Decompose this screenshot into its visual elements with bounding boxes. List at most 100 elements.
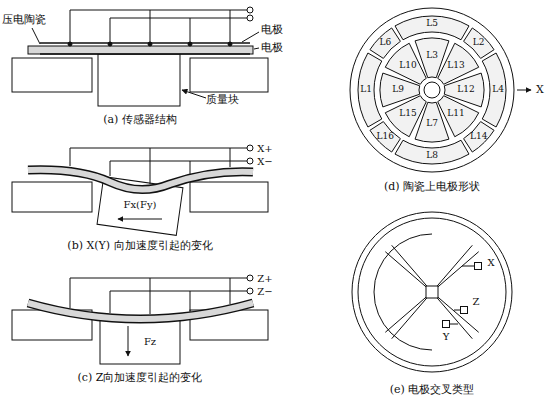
cross-trace [385,245,478,338]
structure-a [148,42,152,46]
leader-line [32,28,40,44]
figure-caption: (c) Z向加速度引起的变化 [78,372,203,384]
pad-trace [450,266,475,324]
bus-wire [70,278,247,291]
electrode-wire [70,148,230,184]
electrode-number: L9 [392,85,404,95]
force-label: Fz [144,336,156,347]
support-left [12,182,92,212]
trace [374,292,432,350]
electrode-number: L11 [447,109,464,119]
signal-name: X− [257,156,273,167]
ring-electrode [358,218,506,366]
electrode-layer [40,43,250,54]
ceramic-plate-outline [28,170,253,190]
figure-caption: (a) 传感器结构 [103,114,177,126]
electrode-number: L5 [426,19,438,29]
force-arrow [118,219,162,220]
signal-name: Z+ [257,273,272,284]
electrode-number: L10 [399,61,416,71]
figure-caption: (d) 陶瓷上电极形状 [384,181,480,193]
part-name: 质量块 [206,94,239,106]
electrode-number: L1 [360,85,372,95]
leader-arrow [182,90,206,98]
signal-name: Z− [257,286,272,297]
electrode-disc [350,8,531,172]
structure-a [68,42,232,46]
ceramic-disc [350,8,514,172]
electrode-number: L16 [377,132,394,142]
force-arrow [128,326,129,356]
pad [461,307,468,314]
bus-wire [70,148,247,161]
structure-a [188,42,192,46]
structure-a [68,42,72,46]
cross-trace [385,245,478,338]
center-electrode [424,82,440,98]
pad-label: Z [473,296,480,307]
terminal [247,288,253,294]
electrode-wire [70,10,230,44]
electrode-segment [385,43,426,84]
terminal [247,158,253,164]
figure-caption: (b) X(Y) 向加速度引起的变化 [67,240,212,252]
part-name: 压电陶瓷 [2,14,46,26]
sensor-illustration [12,7,531,372]
electrode-number: L2 [473,38,485,48]
structure-a [12,7,268,106]
axis-label: X [536,84,544,96]
electrode-number: L3 [426,51,438,61]
pad [443,321,450,328]
terminal [247,7,253,13]
part-name: 电极 [261,42,283,54]
electrode-pattern [358,16,506,164]
support-right [190,182,268,212]
electrode-number: L12 [457,85,474,95]
electrode-segment [395,16,469,40]
structure-b [12,145,268,235]
terminal [247,145,253,151]
leader-line [242,32,259,42]
signal-name: X+ [257,143,273,154]
structure-a [228,42,232,46]
pad-label: Y [443,331,450,342]
electrode-segment [395,140,469,164]
electrode-number: L7 [426,119,438,129]
structure-a [108,42,112,46]
electrode-wire [70,278,230,314]
axis-arrow [517,90,531,91]
support-right [190,58,268,92]
ceramic-plate [28,303,253,319]
electrode-segment [482,53,506,127]
part-name: 电极 [261,24,283,36]
structure-c [12,275,268,364]
ceramic-disc [352,212,512,372]
electrode-number: L14 [470,132,487,142]
force-label: Fx(Fy) [124,199,157,210]
electrode-number: L6 [379,38,391,48]
electrode-number: L15 [399,109,416,119]
center-pad [426,286,438,298]
bus-wire [70,10,247,18]
trace [374,234,432,292]
pad [475,263,482,270]
electrode-segment [358,53,382,127]
leader-line [254,48,259,49]
figure-caption: (e) 电极交叉类型 [390,384,475,396]
electrode-number: L4 [492,85,504,95]
terminal [247,275,253,281]
support-left [12,58,92,92]
ceramic-plate [28,170,253,190]
ceramic-plate [28,46,253,54]
terminal [247,15,253,21]
electrode-number: L13 [447,61,464,71]
mass-block [98,54,180,106]
cross-electrode [352,212,512,372]
mass-block [100,320,180,364]
ceramic-plate-outline [28,303,253,319]
electrode-number: L8 [426,151,438,161]
pad-label: X [487,257,494,268]
